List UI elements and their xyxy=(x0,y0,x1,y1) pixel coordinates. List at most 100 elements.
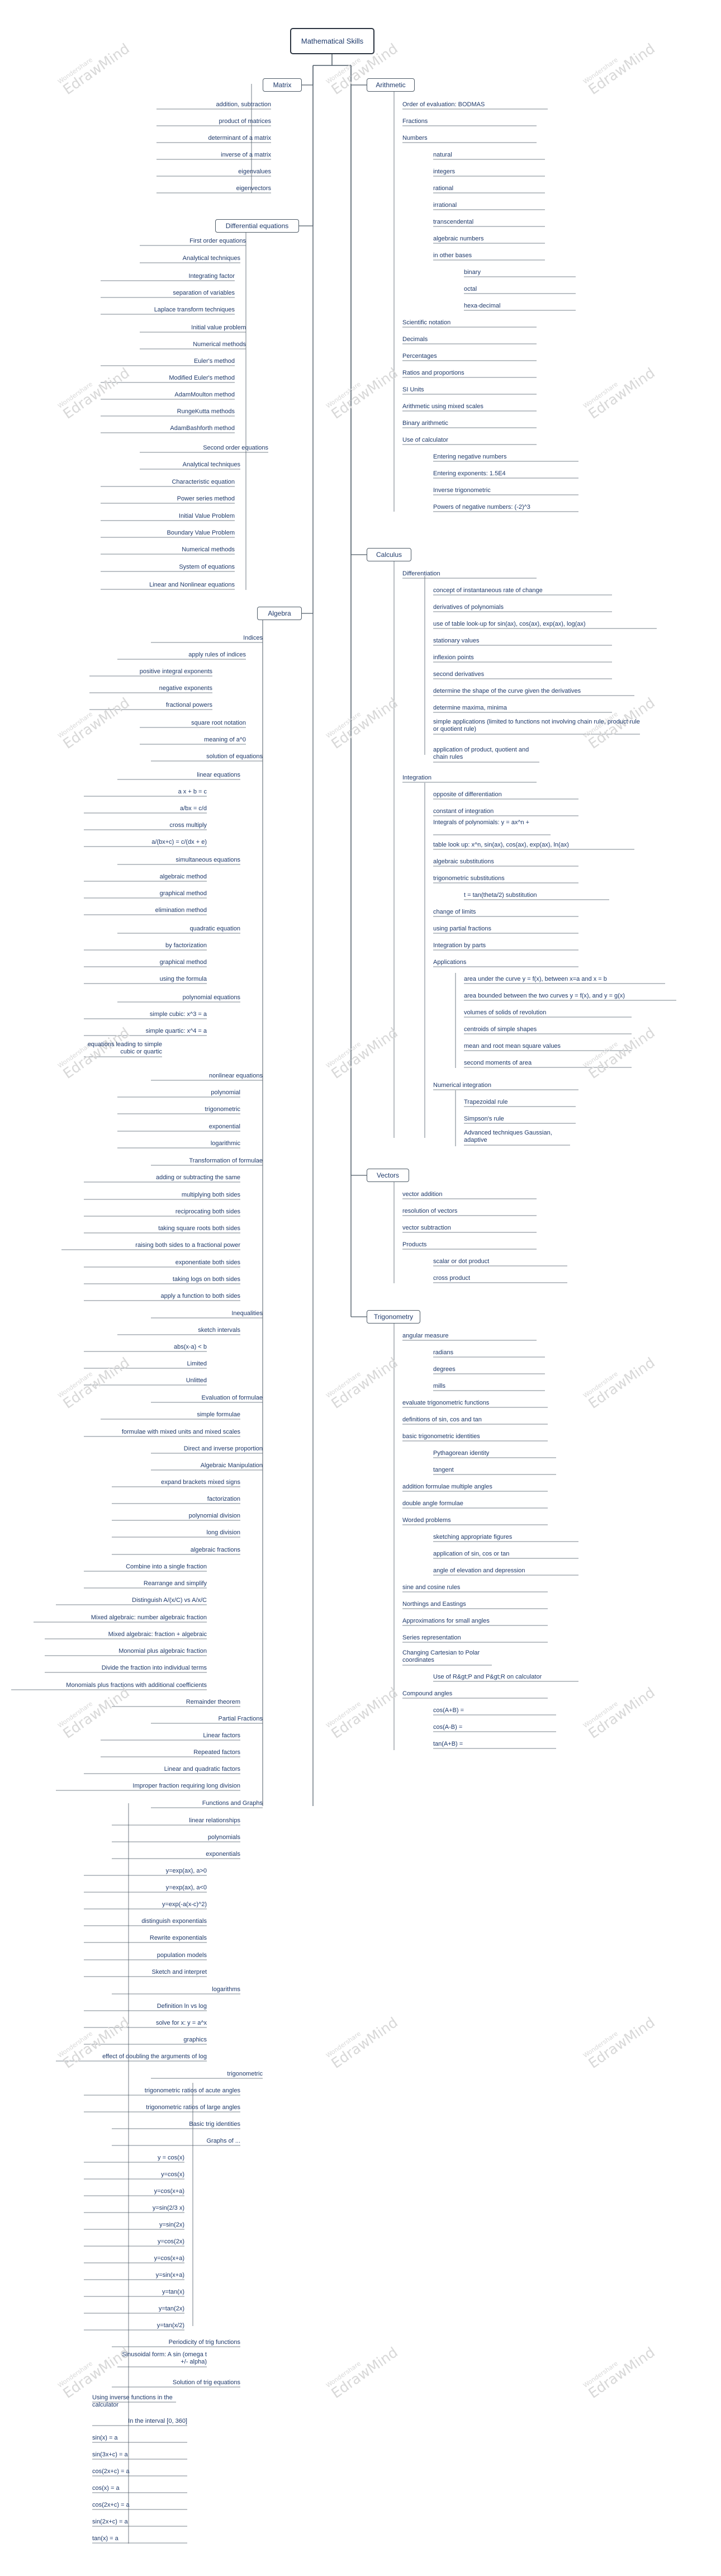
branch-topic[interactable]: Vectors xyxy=(367,1169,409,1182)
subtopic[interactable]: using the formula xyxy=(159,976,207,982)
subtopic[interactable]: Pythagorean identity xyxy=(433,1450,490,1457)
subtopic[interactable]: exponentiate both sides xyxy=(175,1259,240,1266)
subtopic[interactable]: Periodicity of trig functions xyxy=(168,2339,240,2346)
subtopic[interactable]: Compound angles xyxy=(402,1690,453,1697)
subtopic[interactable]: simple quartic: x^4 = a xyxy=(145,1028,207,1034)
subtopic[interactable]: y=tan(2x) xyxy=(158,2305,184,2312)
subtopic[interactable]: sin(3x+c) = a xyxy=(92,2451,128,2458)
subtopic[interactable]: application of product, quotient and cha… xyxy=(433,746,529,760)
subtopic[interactable]: a/bx = c/d xyxy=(179,805,207,812)
subtopic[interactable]: by factorization xyxy=(165,942,207,949)
subtopic[interactable]: algebraic fractions xyxy=(190,1547,240,1553)
subtopic[interactable]: distinguish exponentials xyxy=(141,1918,207,1925)
subtopic[interactable]: sine and cosine rules xyxy=(402,1584,461,1591)
subtopic[interactable]: simple formulae xyxy=(197,1411,240,1418)
subtopic[interactable]: Analytical techniques xyxy=(182,461,240,468)
subtopic[interactable]: Linear and Nonlinear equations xyxy=(149,582,235,588)
subtopic[interactable]: derivatives of polynomials xyxy=(433,604,504,611)
subtopic[interactable]: SI Units xyxy=(402,386,424,393)
subtopic[interactable]: addition, subtraction xyxy=(216,101,271,108)
subtopic[interactable]: polynomial division xyxy=(188,1512,240,1519)
subtopic[interactable]: Ratios and proportions xyxy=(402,370,464,376)
subtopic[interactable]: scalar or dot product xyxy=(433,1258,490,1265)
subtopic[interactable]: concept of instantaneous rate of change xyxy=(433,587,543,594)
subtopic[interactable]: y=sin(x+a) xyxy=(155,2272,184,2279)
subtopic[interactable]: Advanced techniques Gaussian, adaptive xyxy=(464,1129,552,1143)
subtopic[interactable]: application of sin, cos or tan xyxy=(433,1551,510,1557)
subtopic[interactable]: RungeKutta methods xyxy=(177,408,235,415)
subtopic[interactable]: definitions of sin, cos and tan xyxy=(402,1416,482,1423)
subtopic[interactable]: Entering negative numbers xyxy=(433,453,507,460)
subtopic[interactable]: area under the curve y = f(x), between x… xyxy=(464,976,607,982)
subtopic[interactable]: Numerical methods xyxy=(182,546,235,553)
subtopic[interactable]: negative exponents xyxy=(159,685,212,692)
subtopic[interactable]: Series representation xyxy=(402,1634,461,1641)
subtopic[interactable]: y=cos(x+a) xyxy=(154,2255,184,2262)
subtopic[interactable]: double angle formulae xyxy=(402,1500,463,1507)
subtopic[interactable]: raising both sides to a fractional power xyxy=(135,1242,240,1249)
subtopic[interactable]: positive integral exponents xyxy=(139,668,212,675)
subtopic[interactable]: sketching appropriate figures xyxy=(433,1534,513,1540)
subtopic[interactable]: rational xyxy=(433,185,454,192)
subtopic[interactable]: Definition ln vs log xyxy=(156,2003,207,2010)
subtopic[interactable]: AdamMoulton method xyxy=(174,391,235,398)
subtopic[interactable]: Monomial plus algebraic fraction xyxy=(118,1648,207,1655)
subtopic[interactable]: Solution of trig equations xyxy=(172,2379,240,2386)
subtopic[interactable]: determinant of a matrix xyxy=(208,135,272,141)
subtopic[interactable]: Integration xyxy=(402,774,431,781)
subtopic[interactable]: y=tan(x/2) xyxy=(156,2322,184,2329)
subtopic[interactable]: taking square roots both sides xyxy=(158,1225,240,1232)
subtopic[interactable]: second moments of area xyxy=(464,1060,532,1066)
subtopic[interactable]: Mixed algebraic: fraction + algebraic xyxy=(108,1631,207,1638)
subtopic[interactable]: Northings and Eastings xyxy=(402,1601,466,1608)
subtopic[interactable]: Rewrite exponentials xyxy=(149,1935,207,1941)
subtopic[interactable]: polynomial equations xyxy=(182,994,240,1001)
subtopic[interactable]: Percentages xyxy=(402,353,437,360)
subtopic[interactable]: Binary arithmetic xyxy=(402,420,448,427)
subtopic[interactable]: y=cos(x+a) xyxy=(154,2188,184,2195)
subtopic[interactable]: constant of integration xyxy=(433,808,494,815)
subtopic[interactable]: Divide the fraction into individual term… xyxy=(101,1665,207,1671)
subtopic[interactable]: Sinusoidal form: A sin (omega t +/- alph… xyxy=(122,2351,207,2365)
subtopic[interactable]: exponential xyxy=(208,1123,240,1130)
subtopic[interactable]: linear relationships xyxy=(189,1817,240,1824)
subtopic[interactable]: cross product xyxy=(433,1275,471,1282)
subtopic[interactable]: Limited xyxy=(187,1360,207,1367)
subtopic[interactable]: trigonometric ratios of acute angles xyxy=(144,2087,240,2094)
subtopic[interactable]: Changing Cartesian to Polar coordinates xyxy=(402,1649,480,1663)
subtopic[interactable]: Mixed algebraic: number algebraic fracti… xyxy=(91,1614,207,1621)
subtopic[interactable]: Worded problems xyxy=(402,1517,451,1524)
subtopic[interactable]: eigenvectors xyxy=(236,185,271,192)
subtopic[interactable]: determine maxima, minima xyxy=(433,705,507,711)
subtopic[interactable]: logarithms xyxy=(212,1986,240,1993)
subtopic[interactable]: Powers of negative numbers: (-2)^3 xyxy=(433,504,530,511)
subtopic[interactable]: basic trigonometric identities xyxy=(402,1433,480,1440)
subtopic[interactable]: population models xyxy=(156,1952,207,1959)
subtopic[interactable]: transcendental xyxy=(433,219,474,225)
subtopic[interactable]: taking logs on both sides xyxy=(172,1276,240,1283)
subtopic[interactable]: abs(x-a) < b xyxy=(174,1344,207,1350)
subtopic[interactable]: fractional powers xyxy=(165,702,212,708)
subtopic[interactable]: meaning of a^0 xyxy=(204,736,246,743)
subtopic[interactable]: AdamBashforth method xyxy=(170,425,235,432)
subtopic[interactable]: trigonometric substitutions xyxy=(433,875,505,882)
subtopic[interactable]: simple cubic: x^3 = a xyxy=(149,1011,207,1018)
subtopic[interactable]: formulae with mixed units and mixed scal… xyxy=(121,1429,240,1435)
subtopic[interactable]: expand brackets mixed signs xyxy=(161,1479,240,1486)
subtopic[interactable]: radians xyxy=(433,1349,454,1356)
branch-topic[interactable]: Algebra xyxy=(257,607,302,620)
subtopic[interactable]: Characteristic equation xyxy=(172,479,235,485)
subtopic[interactable]: Approximations for small angles xyxy=(402,1618,490,1624)
subtopic[interactable]: addition formulae multiple angles xyxy=(402,1483,492,1490)
subtopic[interactable]: trigonometric ratios of large angles xyxy=(146,2104,240,2111)
subtopic[interactable]: y=cos(2x) xyxy=(158,2238,184,2245)
subtopic[interactable]: Trapezoidal rule xyxy=(464,1099,508,1105)
subtopic[interactable]: Numerical integration xyxy=(433,1082,491,1089)
central-topic[interactable]: Mathematical Skills xyxy=(290,28,374,54)
subtopic[interactable]: Order of evaluation: BODMAS xyxy=(402,101,485,108)
subtopic[interactable]: y=sin(2/3 x) xyxy=(152,2205,184,2211)
subtopic[interactable]: octal xyxy=(464,286,477,292)
subtopic[interactable]: exponentials xyxy=(206,1851,240,1857)
subtopic[interactable]: factorization xyxy=(207,1496,240,1502)
subtopic[interactable]: Algebraic Manipulation xyxy=(200,1462,263,1469)
